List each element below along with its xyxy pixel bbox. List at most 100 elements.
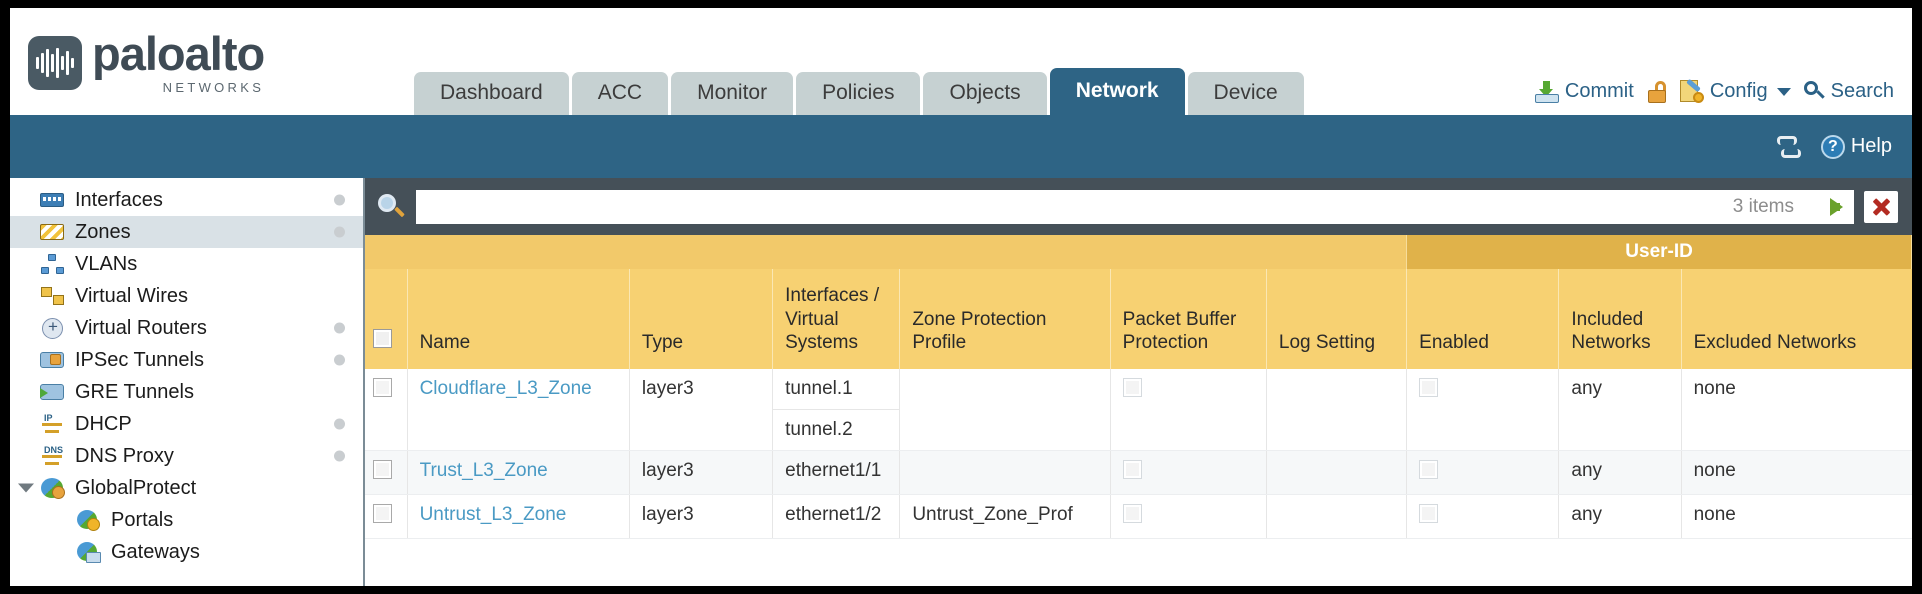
cell-packet-buffer	[1109, 369, 1267, 451]
sidebar-item-zones[interactable]: Zones	[10, 216, 363, 248]
row-checkbox[interactable]	[373, 504, 392, 523]
sidebar-item-gateways[interactable]: Gateways	[10, 536, 363, 568]
sidebar-item-globalprotect[interactable]: GlobalProtect	[10, 472, 363, 504]
sidebar-item-virtual-routers[interactable]: Virtual Routers	[10, 312, 363, 344]
green-arrow-apply-icon	[1829, 197, 1843, 216]
sidebar-item-vlans[interactable]: VLANs	[10, 248, 363, 280]
column-header-log-setting[interactable]: Log Setting	[1265, 269, 1407, 369]
tab-policies[interactable]: Policies	[796, 72, 921, 115]
cell-excluded-networks: none	[1680, 369, 1912, 451]
zone-name-link[interactable]: Trust_L3_Zone	[419, 460, 548, 481]
sidebar-item-label: Virtual Wires	[75, 284, 188, 307]
refresh-icon[interactable]	[1776, 135, 1803, 158]
select-all-checkbox[interactable]	[373, 329, 392, 349]
sidebar-item-label: Virtual Routers	[75, 316, 207, 339]
cell-zone-protection	[899, 450, 1111, 495]
sidebar-item-label: GlobalProtect	[75, 476, 197, 499]
userid-enabled-checkbox[interactable]	[1419, 378, 1439, 397]
zones-table: User-ID Name Type Interfaces / Virtual S…	[365, 235, 1912, 539]
userid-enabled-checkbox[interactable]	[1419, 504, 1439, 523]
column-header-type[interactable]: Type	[628, 269, 773, 369]
column-header-enabled[interactable]: Enabled	[1406, 269, 1559, 369]
column-header-name[interactable]: Name	[406, 269, 630, 369]
portals-icon	[76, 509, 102, 531]
status-dot	[334, 418, 345, 430]
column-header-zone-protection[interactable]: Zone Protection Profile	[899, 269, 1111, 369]
globalprotect-icon	[40, 477, 66, 499]
sidebar-item-dns-proxy[interactable]: DNS DNS Proxy	[10, 440, 363, 472]
gateways-icon	[76, 541, 102, 563]
cell-included-networks: any	[1558, 369, 1682, 451]
chevron-down-icon[interactable]	[1776, 87, 1791, 96]
cell-included-networks: any	[1558, 494, 1682, 539]
sidebar-item-label: Interfaces	[75, 188, 163, 211]
zone-name-link[interactable]: Untrust_L3_Zone	[419, 504, 567, 525]
brand-logo: paloalto NETWORKS	[28, 30, 265, 95]
help-button[interactable]: ? Help	[1820, 134, 1892, 159]
cell-userid-enabled	[1406, 369, 1559, 451]
help-label: Help	[1850, 135, 1892, 157]
zones-icon	[40, 221, 66, 243]
zones-table-wrapper: User-ID Name Type Interfaces / Virtual S…	[365, 235, 1912, 586]
tab-dashboard[interactable]: Dashboard	[414, 72, 569, 115]
table-row[interactable]: Trust_L3_Zone layer3 ethernet1/1 any	[365, 450, 1912, 495]
top-header: paloalto NETWORKS Dashboard ACC Monitor …	[10, 8, 1912, 115]
cell-log-setting	[1265, 494, 1407, 539]
sidebar-item-portals[interactable]: Portals	[10, 504, 363, 536]
cell-interfaces: ethernet1/2	[772, 494, 900, 539]
tab-network[interactable]: Network	[1049, 68, 1185, 115]
cell-userid-enabled	[1406, 494, 1559, 539]
userid-enabled-checkbox[interactable]	[1419, 460, 1439, 479]
column-header-packet-buffer[interactable]: Packet Buffer Protection	[1109, 269, 1267, 369]
table-row[interactable]: Cloudflare_L3_Zone layer3 tunnel.1 tunne…	[365, 369, 1912, 451]
row-checkbox[interactable]	[373, 378, 392, 397]
tab-objects[interactable]: Objects	[923, 72, 1047, 115]
select-all-header	[365, 269, 408, 369]
status-dot	[334, 450, 345, 462]
sidebar-item-label: VLANs	[75, 252, 138, 275]
column-header-excluded[interactable]: Excluded Networks	[1680, 269, 1912, 369]
search-input[interactable]	[416, 189, 1854, 224]
search-button[interactable]: Search	[1803, 80, 1894, 103]
cell-type: layer3	[628, 450, 773, 495]
sidebar-item-dhcp[interactable]: IP DHCP	[10, 408, 363, 440]
cell-log-setting	[1265, 369, 1407, 451]
commit-button[interactable]: Commit	[1534, 80, 1634, 103]
dns-proxy-icon: DNS	[40, 445, 66, 467]
apply-filter-button[interactable]	[1819, 190, 1853, 223]
search-label: Search	[1830, 80, 1894, 102]
clear-filter-button[interactable]	[1864, 190, 1898, 223]
sidebar-item-gre-tunnels[interactable]: GRE Tunnels	[10, 376, 363, 408]
main-panel: 3 items	[365, 178, 1912, 586]
tab-monitor[interactable]: Monitor	[671, 72, 794, 115]
row-select-cell	[365, 369, 408, 451]
virtual-wires-icon	[40, 285, 66, 307]
table-row[interactable]: Untrust_L3_Zone layer3 ethernet1/2 Untru…	[365, 494, 1912, 539]
tree-collapse-arrow-icon[interactable]	[18, 483, 34, 493]
row-checkbox[interactable]	[373, 460, 392, 479]
sidebar-item-virtual-wires[interactable]: Virtual Wires	[10, 280, 363, 312]
packet-buffer-checkbox[interactable]	[1122, 378, 1142, 397]
cell-zone-protection: Untrust_Zone_Prof	[899, 494, 1111, 539]
cell-zone-protection	[899, 369, 1111, 451]
config-menu[interactable]: Config	[1679, 78, 1791, 103]
sidebar-item-interfaces[interactable]: Interfaces	[10, 184, 363, 216]
packet-buffer-checkbox[interactable]	[1122, 460, 1142, 479]
zone-name-link[interactable]: Cloudflare_L3_Zone	[419, 378, 592, 399]
tab-acc[interactable]: ACC	[571, 72, 669, 115]
column-header-interfaces[interactable]: Interfaces / Virtual Systems	[772, 269, 900, 369]
cell-excluded-networks: none	[1680, 450, 1912, 495]
dhcp-icon: IP	[40, 413, 66, 435]
lock-button[interactable]	[1647, 80, 1667, 103]
virtual-routers-icon	[40, 317, 66, 339]
red-x-clear-icon	[1871, 197, 1891, 217]
magnifier-icon[interactable]	[377, 193, 405, 221]
cell-log-setting	[1265, 450, 1407, 495]
main-nav-tabs: Dashboard ACC Monitor Policies Objects N…	[414, 68, 1307, 115]
interface-value: tunnel.1	[773, 369, 900, 410]
cell-packet-buffer	[1109, 494, 1267, 539]
packet-buffer-checkbox[interactable]	[1122, 504, 1142, 523]
column-header-included[interactable]: Included Networks	[1558, 269, 1682, 369]
sidebar-item-ipsec-tunnels[interactable]: IPSec Tunnels	[10, 344, 363, 376]
tab-device[interactable]: Device	[1187, 72, 1304, 115]
